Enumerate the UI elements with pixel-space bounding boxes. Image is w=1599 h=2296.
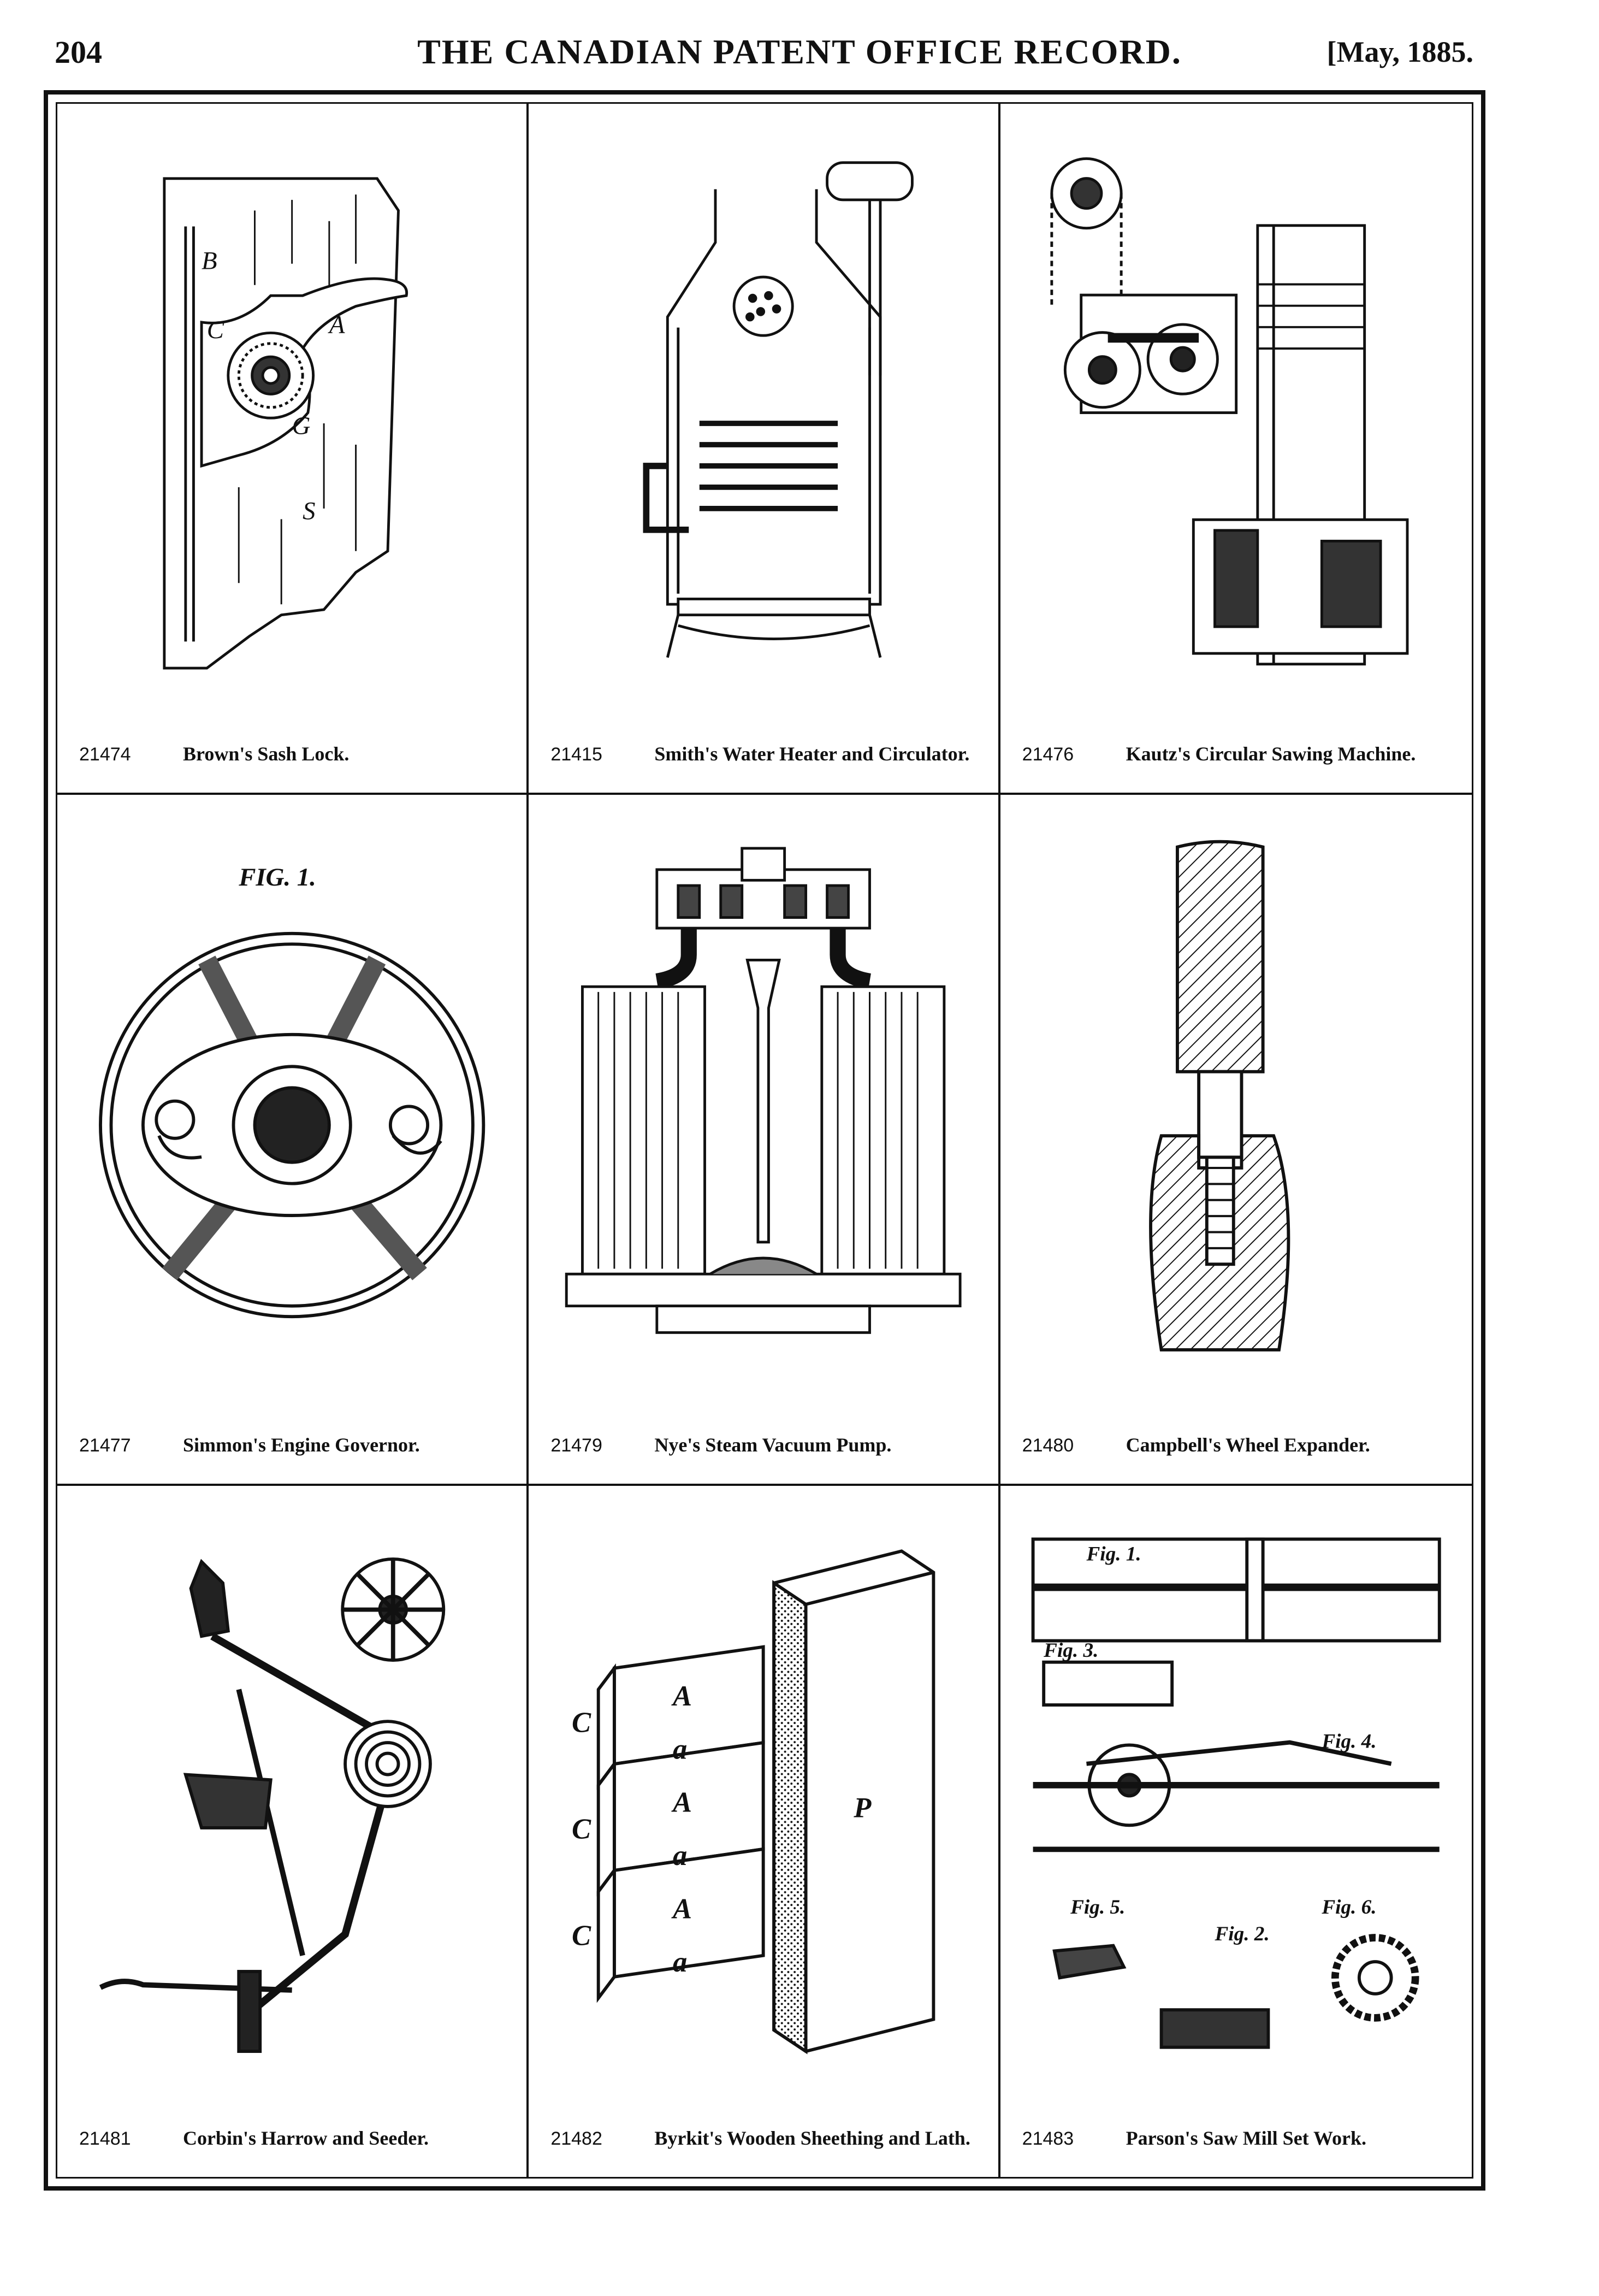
patent-title: Corbin's Harrow and Seeder. (183, 2127, 429, 2149)
sheathing-label-c1: C (572, 1707, 591, 1739)
patent-caption: 21480 Campbell's Wheel Expander. (1000, 1424, 1472, 1456)
patent-title: Nye's Steam Vacuum Pump. (654, 1434, 892, 1456)
patent-number: 21482 (550, 2128, 602, 2149)
publication-title: THE CANADIAN PATENT OFFICE RECORD. (417, 32, 1182, 71)
patent-caption: 21483 Parson's Saw Mill Set Work. (1000, 2117, 1472, 2150)
saw-mill-set-work-drawing: Fig. 1. Fig. 3. Fig. 4. Fig. 5. Fig. 6. … (1031, 1537, 1441, 2049)
page-header: 204 THE CANADIAN PATENT OFFICE RECORD. [… (0, 0, 1599, 82)
sash-lock-label-g: G (292, 411, 311, 440)
patent-title: Smith's Water Heater and Circulator. (654, 743, 970, 765)
patent-number: 21474 (79, 744, 131, 765)
patent-number: 21479 (550, 1435, 602, 1456)
patent-title: Campbell's Wheel Expander. (1126, 1434, 1370, 1456)
sash-lock-drawing: B C A G S (163, 177, 408, 670)
patent-caption: 21476 Kautz's Circular Sawing Machine. (1000, 733, 1472, 765)
patent-caption: 21479 Nye's Steam Vacuum Pump. (529, 1424, 998, 1456)
patent-title: Simmon's Engine Governor. (183, 1434, 420, 1456)
sheathing-label-a1: A (671, 1680, 692, 1712)
sawmill-label-fig1: Fig. 1. (1086, 1543, 1141, 1566)
patent-title: Kautz's Circular Sawing Machine. (1126, 743, 1416, 765)
patent-number: 21481 (79, 2128, 131, 2149)
patent-title: Parson's Saw Mill Set Work. (1126, 2127, 1367, 2149)
sheathing-label-p: P (854, 1792, 872, 1823)
page-number: 204 (55, 34, 102, 70)
patent-title: Brown's Sash Lock. (183, 743, 350, 765)
sash-lock-label-s: S (303, 497, 315, 525)
sash-lock-label-c: C (207, 316, 224, 344)
wheel-expander-drawing (1148, 840, 1290, 1351)
sheathing-label-c3: C (572, 1920, 591, 1951)
harrow-seeder-drawing (99, 1557, 446, 2053)
vacuum-pump-drawing (565, 847, 962, 1334)
sawmill-label-fig6: Fig. 6. (1321, 1896, 1376, 1919)
engine-governor-drawing: FIG. 1. (99, 863, 485, 1319)
sheathing-label-a3: A (671, 1893, 692, 1925)
sawmill-label-fig4: Fig. 4. (1321, 1730, 1376, 1752)
sheathing-label-c2: C (572, 1813, 591, 1845)
sawmill-label-fig2: Fig. 2. (1214, 1923, 1269, 1945)
wooden-sheathing-drawing: A A A a a a C C C P (572, 1549, 935, 2055)
patent-cell-sash-lock: B C A G S 21474 Brown's Sash Lock. (57, 104, 529, 795)
patent-cell-water-heater: 21415 Smith's Water Heater and Circulato… (529, 104, 1000, 795)
patent-cell-saw-mill-set-work: Fig. 1. Fig. 3. Fig. 4. Fig. 5. Fig. 6. … (1000, 1486, 1472, 2177)
patent-number: 21477 (79, 1435, 131, 1456)
patent-number: 21476 (1022, 744, 1074, 765)
sheathing-label-small-a1: a (673, 1733, 687, 1765)
water-heater-drawing (643, 161, 914, 658)
patent-plate-frame: B C A G S 21474 Brown's Sash Lock. (44, 90, 1485, 2191)
patent-number: 21415 (550, 744, 602, 765)
sheathing-label-a2: A (671, 1787, 692, 1819)
patent-grid-container: B C A G S 21474 Brown's Sash Lock. (56, 102, 1473, 2179)
patent-cell-harrow-seeder: 21481 Corbin's Harrow and Seeder. (57, 1486, 529, 2177)
patent-number: 21480 (1022, 1435, 1074, 1456)
patent-caption: 21477 Simmon's Engine Governor. (57, 1424, 526, 1456)
patent-caption: 21482 Byrkit's Wooden Sheething and Lath… (529, 2117, 998, 2150)
sawmill-label-fig5: Fig. 5. (1070, 1896, 1125, 1919)
sawmill-label-fig3: Fig. 3. (1043, 1639, 1098, 1662)
patent-cell-engine-governor: FIG. 1. 21477 Simmon's Engine Govern (57, 795, 529, 1486)
sash-lock-label-b: B (202, 246, 217, 275)
sheathing-label-small-a2: a (673, 1840, 687, 1872)
governor-fig-label: FIG. 1. (238, 863, 316, 892)
patent-cell-sawing-machine: 21476 Kautz's Circular Sawing Machine. (1000, 104, 1472, 795)
sawing-machine-drawing (1050, 157, 1409, 666)
patent-cell-vacuum-pump: 21479 Nye's Steam Vacuum Pump. (529, 795, 1000, 1486)
sheathing-label-small-a3: a (673, 1946, 687, 1978)
patent-grid: B C A G S 21474 Brown's Sash Lock. (57, 104, 1472, 2177)
issue-date: [May, 1885. (1326, 36, 1473, 68)
sash-lock-label-a: A (328, 310, 345, 339)
patent-caption: 21415 Smith's Water Heater and Circulato… (529, 733, 998, 765)
patent-cell-wooden-sheathing: A A A a a a C C C P 21482 Byrkit's Woode… (529, 1486, 1000, 2177)
patent-number: 21483 (1022, 2128, 1074, 2149)
patent-caption: 21481 Corbin's Harrow and Seeder. (57, 2117, 526, 2150)
patent-caption: 21474 Brown's Sash Lock. (57, 733, 526, 765)
patent-cell-wheel-expander: 21480 Campbell's Wheel Expander. (1000, 795, 1472, 1486)
patent-title: Byrkit's Wooden Sheething and Lath. (654, 2127, 970, 2149)
